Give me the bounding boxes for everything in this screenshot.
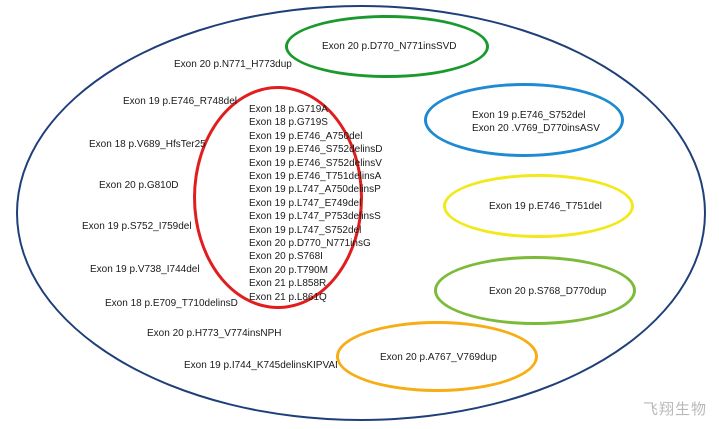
yellow-ellipse-label: Exon 19 p.E746_T751del — [489, 201, 602, 212]
outer-label: Exon 19 p.I744_K745delinsKIPVAI — [184, 360, 338, 371]
orange-ellipse — [336, 321, 538, 392]
outer-label: Exon 19 p.E746_R748del — [123, 96, 237, 107]
red-circle-item: Exon 19 p.L747_E749del — [249, 197, 362, 209]
red-circle — [193, 86, 363, 309]
outer-label: Exon 19 p.S752_I759del — [82, 221, 192, 232]
orange-ellipse-label: Exon 20 p.A767_V769dup — [380, 352, 497, 363]
outer-label: Exon 18 p.V689_HfsTer25 — [89, 139, 206, 150]
red-circle-item: Exon 19 p.L747_P753delinsS — [249, 211, 381, 223]
red-circle-item: Exon 19 p.E746_S752delinsV — [249, 157, 382, 169]
light-green-ellipse-label: Exon 20 p.S768_D770dup — [489, 286, 607, 297]
outer-label: Exon 20 p.H773_V774insNPH — [147, 328, 282, 339]
red-circle-item: Exon 19 p.L747_A750delinsP — [249, 184, 381, 196]
red-circle-item: Exon 19 p.E746_T751delinsA — [249, 171, 382, 183]
outer-label: Exon 20 p.G810D — [99, 180, 179, 191]
watermark: 飞翔生物 — [642, 401, 707, 418]
blue-ellipse-label-2: Exon 20 .V769_D770insASV — [472, 123, 600, 134]
outer-ellipse — [16, 5, 706, 421]
red-circle-item: Exon 19 p.E746_S752delinsD — [249, 144, 383, 156]
green-ellipse-label: Exon 20 p.D770_N771insSVD — [322, 41, 457, 52]
yellow-ellipse — [443, 174, 634, 238]
blue-ellipse-label-1: Exon 19 p.E746_S752del — [472, 110, 586, 121]
red-circle-item: Exon 20 p.T790M — [249, 264, 328, 276]
outer-label: Exon 20 p.N771_H773dup — [174, 59, 292, 70]
red-circle-item: Exon 19 p.E746_A750del — [249, 130, 363, 142]
red-circle-item: Exon 19 p.L747_S752del — [249, 224, 362, 236]
green-ellipse — [285, 15, 489, 78]
blue-ellipse — [424, 83, 624, 157]
red-circle-item: Exon 20 p.D770_N771insG — [249, 238, 371, 250]
red-circle-item: Exon 18 p.G719A — [249, 104, 328, 115]
red-circle-item: Exon 21 p.L858R — [249, 278, 327, 290]
red-circle-item: Exon 21 p.L861Q — [249, 291, 327, 303]
light-green-ellipse — [434, 256, 636, 325]
outer-label: Exon 18 p.E709_T710delinsD — [105, 298, 238, 309]
outer-label: Exon 19 p.V738_I744del — [90, 264, 200, 275]
red-circle-item: Exon 20 p.S768I — [249, 251, 323, 263]
red-circle-item: Exon 18 p.G719S — [249, 117, 328, 129]
red-circle-list: Exon 18 p.G719A Exon 18 p.G719S Exon 19 … — [249, 103, 382, 304]
